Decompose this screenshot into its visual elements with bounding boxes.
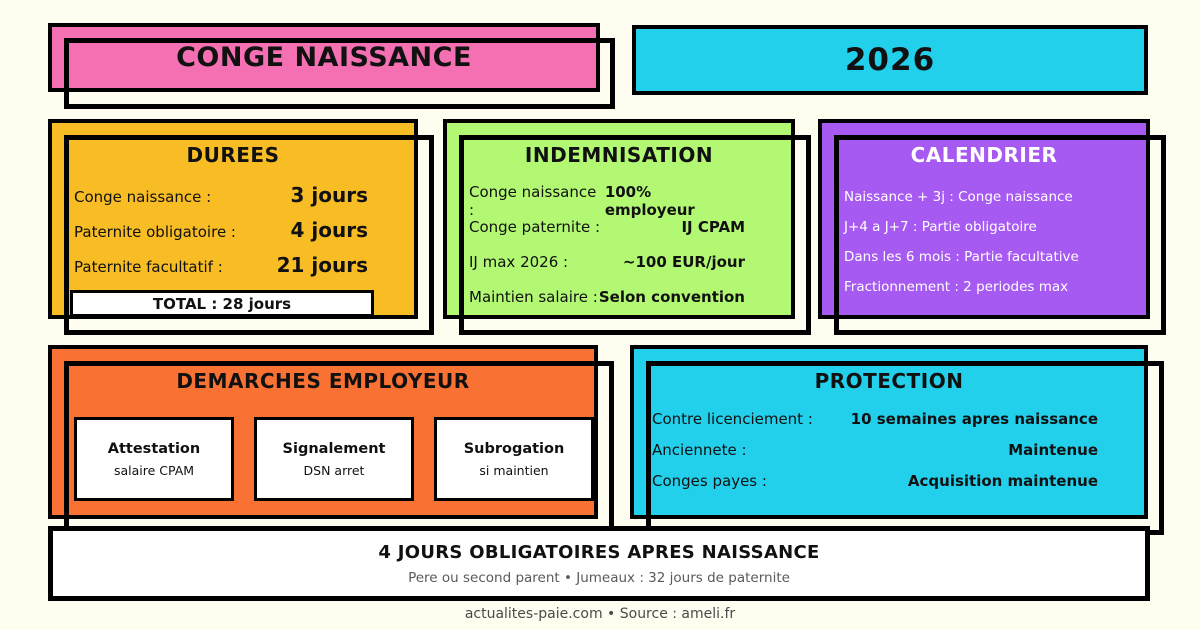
indemnisation-title: INDEMNISATION <box>524 143 714 167</box>
protection-title: PROTECTION <box>814 369 964 393</box>
calendrier-line: J+4 a J+7 : Partie obligatoire <box>844 219 1037 235</box>
indemnisation-row: Conge naissance : 100% employeur <box>469 183 745 219</box>
step-title: Signalement <box>282 440 386 457</box>
demarches-title: DEMARCHES EMPLOYEUR <box>176 369 470 393</box>
durees-row-value: 21 jours <box>276 253 368 277</box>
step-title: Subrogation <box>463 440 565 457</box>
indemnisation-row-label: Conge naissance : <box>469 183 597 219</box>
durees-title: DUREES <box>186 143 280 167</box>
protection-row-label: Conges payes : <box>652 472 767 490</box>
bottom-banner: 4 JOURS OBLIGATOIRES APRES NAISSANCE Per… <box>48 526 1150 601</box>
indemnisation-row: Conge paternite : IJ CPAM <box>469 218 745 253</box>
demarches-step-subrogation: Subrogation si maintien <box>434 417 594 501</box>
durees-row-value: 3 jours <box>290 183 368 207</box>
protection-row: Conges payes : Acquisition maintenue <box>652 472 1098 503</box>
durees-rows: Conge naissance : 3 jours Paternite obli… <box>74 183 368 288</box>
protection-row: Contre licenciement : 10 semaines apres … <box>652 410 1098 441</box>
protection-row-value: 10 semaines apres naissance <box>850 410 1098 428</box>
protection-row-label: Contre licenciement : <box>652 410 813 428</box>
calendrier-line: Fractionnement : 2 periodes max <box>844 279 1069 295</box>
indemnisation-row-value: ~100 EUR/jour <box>622 253 745 271</box>
indemnisation-row-label: IJ max 2026 : <box>469 253 569 271</box>
year-label: 2026 <box>844 42 936 78</box>
demarches-steps: Attestation salaire CPAM Signalement DSN… <box>74 417 594 501</box>
durees-row-label: Paternite obligatoire : <box>74 223 236 241</box>
indemnisation-row-value: IJ CPAM <box>681 218 745 236</box>
durees-row: Paternite facultatif : 21 jours <box>74 253 368 288</box>
header-title-box: CONGE NAISSANCE <box>48 23 600 92</box>
durees-row-label: Paternite facultatif : <box>74 258 223 276</box>
protection-row-label: Anciennete : <box>652 441 747 459</box>
calendrier-line: Naissance + 3j : Conge naissance <box>844 189 1073 205</box>
indemnisation-rows: Conge naissance : 100% employeur Conge p… <box>469 183 745 323</box>
calendrier-card: CALENDRIER Naissance + 3j : Conge naissa… <box>818 119 1150 319</box>
demarches-card: DEMARCHES EMPLOYEUR Attestation salaire … <box>48 345 598 519</box>
calendrier-lines: Naissance + 3j : Conge naissance J+4 a J… <box>844 189 1079 309</box>
durees-total-box: TOTAL : 28 jours <box>70 290 374 317</box>
durees-row: Conge naissance : 3 jours <box>74 183 368 218</box>
protection-rows: Contre licenciement : 10 semaines apres … <box>652 410 1098 503</box>
step-subtitle: si maintien <box>479 462 549 478</box>
banner-subtitle: Pere ou second parent • Jumeaux : 32 jou… <box>408 569 790 586</box>
indemnisation-row: Maintien salaire : Selon convention <box>469 288 745 323</box>
indemnisation-card: INDEMNISATION Conge naissance : 100% emp… <box>443 119 795 319</box>
calendrier-line: Dans les 6 mois : Partie facultative <box>844 249 1079 265</box>
indemnisation-row-value: Selon convention <box>598 288 745 306</box>
protection-row: Anciennete : Maintenue <box>652 441 1098 472</box>
demarches-step-attestation: Attestation salaire CPAM <box>74 417 234 501</box>
durees-card: DUREES Conge naissance : 3 jours Paterni… <box>48 119 418 319</box>
banner-title: 4 JOURS OBLIGATOIRES APRES NAISSANCE <box>378 541 820 563</box>
page-title: CONGE NAISSANCE <box>176 42 472 73</box>
step-title: Attestation <box>107 440 201 457</box>
indemnisation-row-label: Maintien salaire : <box>469 288 598 306</box>
indemnisation-row: IJ max 2026 : ~100 EUR/jour <box>469 253 745 288</box>
durees-row-value: 4 jours <box>290 218 368 242</box>
step-subtitle: DSN arret <box>303 462 365 478</box>
indemnisation-row-value: 100% employeur <box>604 183 695 219</box>
durees-row: Paternite obligatoire : 4 jours <box>74 218 368 253</box>
demarches-step-signalement: Signalement DSN arret <box>254 417 414 501</box>
durees-row-label: Conge naissance : <box>74 188 212 206</box>
protection-card: PROTECTION Contre licenciement : 10 sema… <box>630 345 1148 519</box>
year-box: 2026 <box>632 25 1148 95</box>
footer-credit: actualites-paie.com • Source : ameli.fr <box>464 606 736 622</box>
protection-row-value: Maintenue <box>1008 441 1098 459</box>
indemnisation-row-label: Conge paternite : <box>469 218 601 236</box>
protection-row-value: Acquisition maintenue <box>907 472 1098 490</box>
step-subtitle: salaire CPAM <box>113 462 195 478</box>
calendrier-title: CALENDRIER <box>910 143 1058 167</box>
